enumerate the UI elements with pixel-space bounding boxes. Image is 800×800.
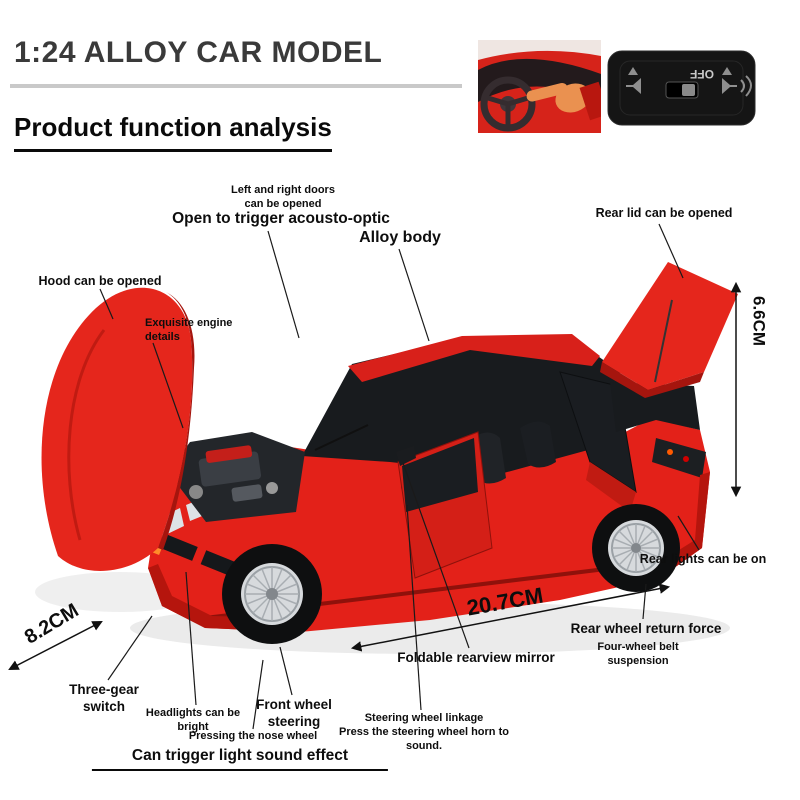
callout-hood: Hood can be opened — [38, 274, 162, 288]
callout-engine: Exquisite engine details — [145, 317, 232, 345]
off-label: OFF — [690, 67, 714, 81]
dimension-height-label: 6.6CM — [749, 296, 769, 347]
power-switch-icon — [665, 81, 699, 99]
car-roof — [348, 334, 600, 382]
callout-light-sound: Can trigger light sound effect — [91, 746, 389, 772]
callout-steering-line2: Press the steering wheel horn to — [339, 725, 509, 738]
callout-nose-wheel: Pressing the nose wheel — [188, 730, 318, 742]
side-mirror — [396, 446, 416, 466]
line-alloy-body — [398, 248, 430, 342]
callout-alloy-body: Alloy body — [359, 229, 441, 246]
callout-doors-note: Left and right doors can be opened — [231, 184, 335, 212]
callout-three-gear: Three-gear switch — [69, 682, 139, 716]
car-hood-open — [41, 287, 195, 571]
callout-three-gear-line1: Three-gear — [69, 682, 139, 697]
car-engine-bay — [168, 432, 305, 522]
car-wheel-front — [222, 544, 322, 644]
line-hood — [99, 288, 114, 320]
line-nose-wheel — [252, 659, 264, 730]
line-engine — [152, 342, 184, 429]
callout-suspension: Four-wheel belt suspension — [597, 641, 678, 669]
line-rear-lights — [677, 515, 700, 551]
line-rear-lid — [658, 223, 684, 279]
car-trunk-open — [600, 262, 738, 398]
car-rear-lights — [652, 438, 706, 478]
windshield-wiper — [314, 424, 369, 451]
callout-suspension-line1: Four-wheel belt — [597, 641, 679, 653]
car-door-open-near — [397, 431, 493, 579]
title-divider — [10, 84, 462, 88]
speaker-off-icon — [626, 67, 641, 94]
steering-wheel-icon — [480, 76, 536, 132]
sound-switch-thumbnail: OFF — [606, 47, 757, 129]
callout-headlights-line1: Headlights can be — [145, 707, 241, 719]
callout-rear-lights: Rear lights can be on — [639, 552, 767, 566]
trunk-strut — [654, 299, 673, 383]
callout-three-gear-line2: switch — [82, 698, 125, 714]
dimension-width-line — [8, 621, 103, 670]
callout-rear-wheel: Rear wheel return force — [570, 621, 722, 636]
callout-mirror: Foldable rearview mirror — [397, 650, 555, 665]
page-title: 1:24 ALLOY CAR MODEL — [14, 36, 383, 69]
speaker-on-icon — [722, 67, 752, 97]
line-three-gear — [107, 615, 153, 681]
section-title: Product function analysis — [14, 112, 332, 152]
callout-engine-line1: Exquisite engine — [145, 317, 233, 329]
callout-front-wheel-line2: steering — [267, 713, 321, 729]
callout-front-wheel-line1: Front wheel — [256, 697, 332, 712]
car-wheel-rear — [592, 504, 680, 592]
trunk-opening — [610, 382, 700, 432]
callout-doors-main: Open to trigger acousto-optic — [172, 210, 390, 227]
line-doors — [267, 230, 300, 339]
callout-doors-note-line2: can be opened — [244, 197, 322, 210]
dimension-length-line — [350, 583, 671, 652]
callout-headlights-line2: bright — [177, 720, 209, 733]
callout-rear-lid: Rear lid can be opened — [595, 206, 733, 220]
callout-front-wheel: Front wheel steering — [256, 697, 332, 731]
dimension-lines — [8, 281, 742, 670]
line-headlights — [185, 571, 197, 706]
callout-doors-note-line1: Left and right doors — [231, 184, 335, 196]
callout-steering-line1: Steering wheel linkage — [364, 712, 484, 724]
callout-headlights: Headlights can be bright — [146, 707, 240, 735]
interior-demo-thumbnail — [478, 40, 601, 133]
callout-suspension-line2: suspension — [607, 654, 669, 667]
line-front-wheel — [279, 646, 293, 696]
callout-engine-line2: details — [145, 330, 180, 343]
rear-bumper — [655, 472, 710, 578]
callout-steering-linkage: Steering wheel linkage Press the steerin… — [339, 712, 509, 753]
hand-press-icon — [526, 81, 601, 121]
callout-steering-line3: sound. — [405, 739, 443, 752]
dashboard-shape — [478, 58, 601, 104]
